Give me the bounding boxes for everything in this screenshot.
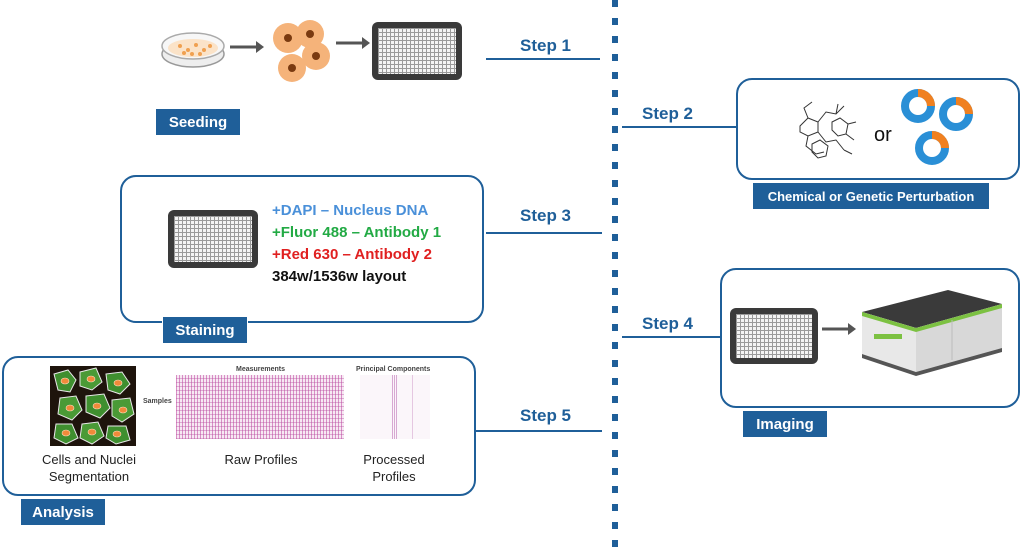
segmentation-image xyxy=(50,366,136,446)
cell-cluster-icon xyxy=(273,20,330,82)
caption-cells: Cells and Nuclei Segmentation xyxy=(42,452,136,484)
imaging-instrument-icon xyxy=(862,290,1002,376)
step-4-line xyxy=(622,336,720,338)
stain-dapi: +DAPI – Nucleus DNA xyxy=(272,202,429,219)
perturbation-label: Chemical or Genetic Perturbation xyxy=(752,182,990,210)
step-1-label: Step 1 xyxy=(520,36,572,55)
stain-fluor: +Fluor 488 – Antibody 1 xyxy=(272,224,442,241)
step-2-label: Step 2 xyxy=(642,104,694,123)
caption-raw: Raw Profiles xyxy=(224,452,298,467)
molecule-icon xyxy=(799,101,857,159)
staining-label: Staining xyxy=(162,316,248,344)
arrow-icon xyxy=(822,323,856,335)
stain-red: +Red 630 – Antibody 2 xyxy=(272,246,432,263)
well-plate-icon xyxy=(372,22,462,80)
layout-text: 384w/1536w layout xyxy=(272,268,407,285)
step-2-line xyxy=(622,126,736,128)
center-divider xyxy=(612,0,618,550)
step-4-label: Step 4 xyxy=(642,314,694,333)
step-5-line xyxy=(476,430,602,432)
step-1-line xyxy=(486,58,600,60)
step-5-label: Step 5 xyxy=(520,406,572,425)
processed-profiles-heatmap xyxy=(360,375,430,439)
arrow-icon xyxy=(336,37,370,49)
seeding-label: Seeding xyxy=(155,108,241,136)
step-3-label: Step 3 xyxy=(520,206,572,225)
perturbation-panel xyxy=(736,78,1020,180)
step-3-line xyxy=(486,232,602,234)
pc-title: Principal Components xyxy=(356,366,431,373)
petri-dish-icon xyxy=(161,32,225,68)
measurements-title: Measurements xyxy=(236,366,286,373)
plasmid-icon xyxy=(901,89,973,165)
well-plate-icon xyxy=(168,210,258,268)
arrow-icon xyxy=(230,41,264,53)
raw-profiles-heatmap xyxy=(176,375,344,439)
or-text: or xyxy=(874,124,892,146)
well-plate-icon xyxy=(730,308,818,364)
caption-processed: Processed Profiles xyxy=(363,452,425,484)
imaging-label: Imaging xyxy=(742,410,828,438)
analysis-label: Analysis xyxy=(20,498,106,526)
samples-label: Samples xyxy=(143,398,172,405)
